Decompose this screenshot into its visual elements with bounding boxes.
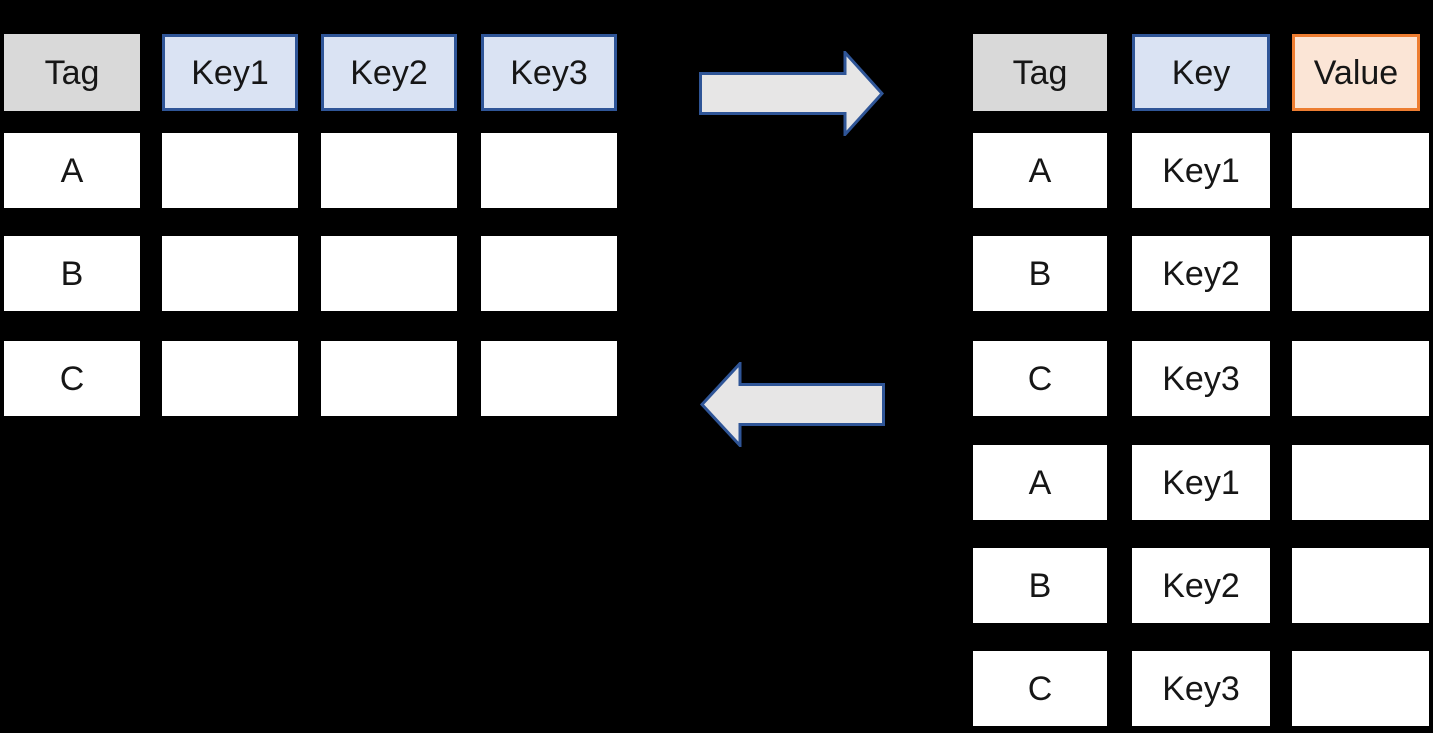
right-table-key-cell: Key2: [1132, 236, 1270, 311]
left-arrow-icon: [699, 362, 885, 447]
right-table-value-cell: [1292, 651, 1429, 726]
right-table-key-cell: Key3: [1132, 341, 1270, 416]
right-table-value-cell: [1292, 548, 1429, 623]
left-table-header-key1: Key1: [162, 34, 298, 111]
right-arrow-icon: [699, 51, 884, 136]
right-table-tag-cell: B: [973, 548, 1107, 623]
left-table-empty-cell: [321, 236, 457, 311]
right-table-tag-cell: C: [973, 651, 1107, 726]
left-table-empty-cell: [162, 341, 298, 416]
right-table-key-cell: Key1: [1132, 445, 1270, 520]
right-table-value-cell: [1292, 341, 1429, 416]
left-table-header-tag: Tag: [4, 34, 140, 111]
right-table-tag-cell: A: [973, 133, 1107, 208]
left-table-empty-cell: [162, 133, 298, 208]
left-table-empty-cell: [481, 236, 617, 311]
right-table-key-cell: Key2: [1132, 548, 1270, 623]
left-table-tag-cell: A: [4, 133, 140, 208]
right-table-tag-cell: B: [973, 236, 1107, 311]
left-table-tag-cell: C: [4, 341, 140, 416]
left-table-empty-cell: [321, 341, 457, 416]
right-table-header-key: Key: [1132, 34, 1270, 111]
left-table-header-key2: Key2: [321, 34, 457, 111]
right-table-header-tag: Tag: [973, 34, 1107, 111]
right-table-tag-cell: A: [973, 445, 1107, 520]
right-table-value-cell: [1292, 236, 1429, 311]
left-table-tag-cell: B: [4, 236, 140, 311]
left-table-empty-cell: [162, 236, 298, 311]
right-table-key-cell: Key3: [1132, 651, 1270, 726]
right-table-value-cell: [1292, 445, 1429, 520]
right-table-key-cell: Key1: [1132, 133, 1270, 208]
left-table-empty-cell: [481, 341, 617, 416]
right-table-tag-cell: C: [973, 341, 1107, 416]
right-table-header-value: Value: [1292, 34, 1420, 111]
left-table-empty-cell: [481, 133, 617, 208]
left-table-header-key3: Key3: [481, 34, 617, 111]
left-table-empty-cell: [321, 133, 457, 208]
right-table-value-cell: [1292, 133, 1429, 208]
